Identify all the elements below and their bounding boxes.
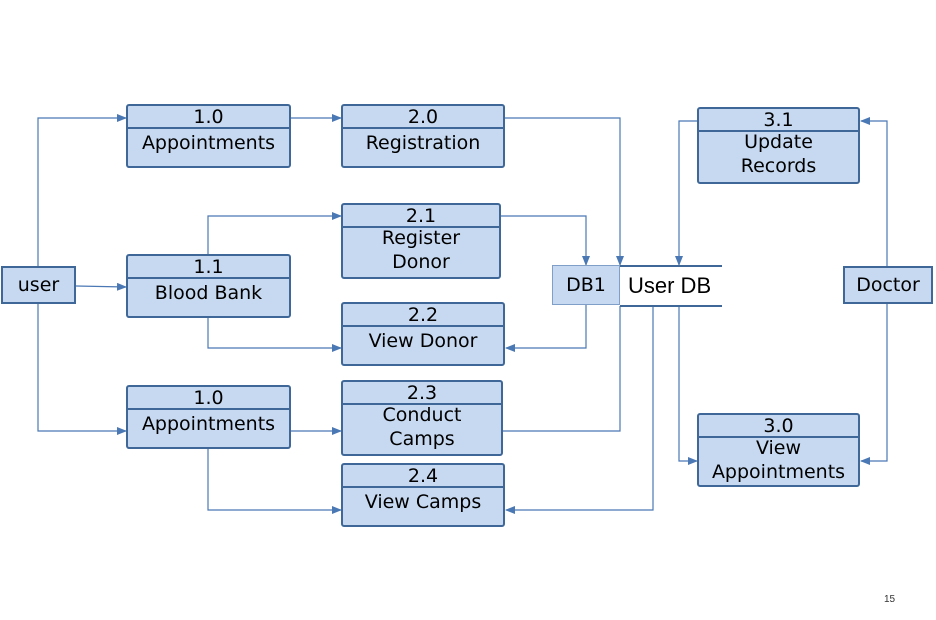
- data-store-name: User DB: [620, 265, 722, 307]
- process-label-line-1: Conduct: [382, 404, 462, 426]
- connector-conduct-camps-to-user-db: [503, 306, 621, 432]
- process-appointments-bottom: 1.0 Appointments: [126, 385, 291, 449]
- data-store-id-label: DB1: [566, 274, 606, 296]
- process-register-donor: 2.1 Register Donor: [341, 203, 501, 279]
- process-label-line-2: Camps: [389, 428, 455, 450]
- process-label: Appointments: [141, 132, 276, 154]
- process-blood-bank: 1.1 Blood Bank: [126, 254, 291, 318]
- process-label: View Donor: [368, 330, 478, 352]
- connector-registration-to-user-db: [505, 117, 624, 266]
- process-registration: 2.0 Registration: [341, 104, 505, 168]
- connector-register-donor-to-db1: [501, 215, 590, 266]
- process-label-line-1: Register: [381, 227, 461, 249]
- data-store-id: DB1: [552, 265, 620, 305]
- process-id: 2.1: [343, 205, 499, 228]
- process-id: 2.2: [343, 304, 503, 327]
- process-id: 3.0: [699, 415, 858, 438]
- connector-doctor-to-view-appointments: [860, 304, 888, 465]
- connector-doctor-to-update-records: [860, 117, 888, 266]
- process-label-line-2: Donor: [392, 251, 450, 273]
- process-id: 1.0: [128, 387, 289, 410]
- connector-user-to-appointments-bottom: [37, 304, 127, 435]
- user-terminator: user: [1, 266, 76, 304]
- page-number: 15: [884, 594, 896, 605]
- process-label: Appointments: [141, 413, 276, 435]
- process-label: Registration: [365, 132, 481, 154]
- connector-user-db-to-view-appointments: [678, 306, 698, 465]
- process-update-records: 3.1 Update Records: [697, 107, 860, 184]
- process-id: 2.0: [343, 106, 503, 129]
- process-label-line-1: View: [755, 437, 802, 459]
- doctor-terminator: Doctor: [843, 266, 933, 304]
- user-label: user: [17, 274, 60, 296]
- process-label-line-2: Appointments: [711, 461, 846, 483]
- process-id: 2.3: [343, 382, 501, 405]
- process-label: Blood Bank: [154, 282, 263, 304]
- process-view-donor: 2.2 View Donor: [341, 302, 505, 366]
- process-appointments-top: 1.0 Appointments: [126, 104, 291, 168]
- process-conduct-camps: 2.3 Conduct Camps: [341, 380, 503, 456]
- connector-user-db-to-view-camps: [505, 306, 654, 514]
- connector-update-records-to-user-db: [675, 120, 697, 266]
- process-label: View Camps: [364, 491, 482, 513]
- connector-blood-bank-to-register-donor: [207, 212, 342, 254]
- data-store-name-label: User DB: [628, 273, 712, 298]
- connector-db1-to-view-donor: [505, 304, 587, 352]
- process-id: 1.1: [128, 256, 289, 279]
- process-view-camps: 2.4 View Camps: [341, 463, 505, 527]
- connector-appointments-to-view-camps: [207, 449, 342, 514]
- connector-blood-bank-to-view-donor: [207, 318, 342, 352]
- process-label-line-2: Records: [740, 155, 817, 177]
- process-id: 2.4: [343, 465, 503, 488]
- process-view-appointments: 3.0 View Appointments: [697, 413, 860, 487]
- connector-user-to-blood-bank: [75, 282, 127, 291]
- process-id: 1.0: [128, 106, 289, 129]
- doctor-label: Doctor: [856, 274, 920, 296]
- connector-user-to-appointments-top: [37, 114, 127, 266]
- process-label-line-1: Update: [744, 131, 813, 153]
- process-id: 3.1: [699, 109, 858, 132]
